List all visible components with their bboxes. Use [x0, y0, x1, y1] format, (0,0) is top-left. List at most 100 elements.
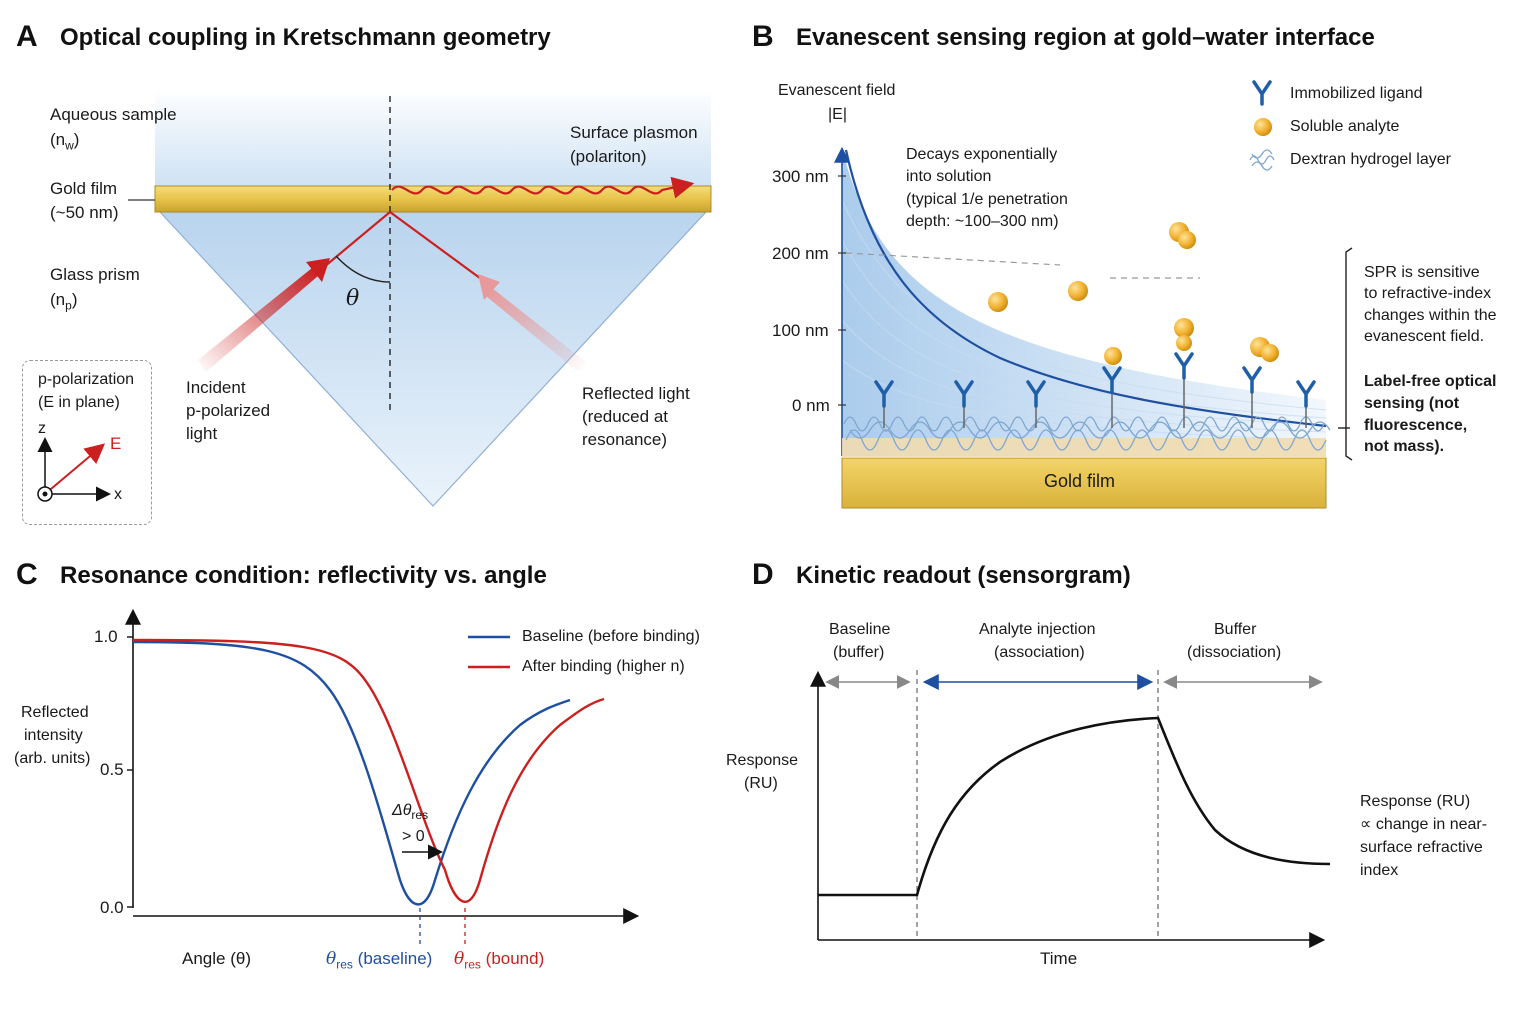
theta-arc: [335, 255, 391, 283]
analyte-icon: [988, 292, 1008, 312]
panel-c-letter: C: [16, 558, 38, 591]
panel-d-letter: D: [752, 558, 774, 591]
decay-note-4: depth: ~100–300 nm): [906, 213, 1059, 230]
reflected-label-1: Reflected light: [582, 384, 690, 403]
spr-note-2: to refractive-index: [1364, 285, 1492, 302]
chart-c-ylabel-1: Reflected: [21, 704, 89, 721]
after-binding-curve: [132, 638, 605, 903]
ligand-icon: [1296, 380, 1316, 428]
legend-ligand-icon: [1252, 80, 1272, 106]
theta-res-baseline-label: θres (baseline): [326, 949, 433, 972]
polarization-title-1: p-polarization: [38, 371, 135, 388]
evanescent-field-area: [842, 148, 1326, 456]
aqueous-label: Aqueous sample: [50, 105, 177, 124]
hydrogel-base: [842, 438, 1326, 458]
penetration-line-left: [845, 252, 1061, 266]
response-note-3: surface refractive: [1360, 839, 1483, 856]
ligand-icon: [1026, 380, 1046, 428]
gold-film-a: [154, 185, 712, 213]
legend-analyte-label: Soluble analyte: [1290, 118, 1400, 135]
legend-after-label: After binding (higher n): [522, 658, 685, 675]
incident-ray: [317, 211, 391, 273]
tick-200: 200 nm: [772, 244, 829, 263]
baseline-curve: [132, 640, 571, 906]
surface-plasmon-wave: [391, 176, 695, 199]
phase3-label-1: Buffer: [1214, 621, 1257, 638]
reflected-ray: [389, 211, 489, 285]
phase1-label-2: (buffer): [833, 644, 885, 661]
chart-c-ytick-label-0: 0.0: [100, 898, 124, 917]
incident-beam: [198, 268, 318, 372]
reflected-label-2: (reduced at: [582, 407, 668, 426]
analyte-icon: [1174, 318, 1194, 338]
ligand-icon: [954, 380, 974, 428]
chart-d-ylabel-1: Response: [726, 752, 799, 769]
spr-note-3: changes within the: [1364, 307, 1497, 324]
theta-res-bound-label: θres (bound): [454, 949, 545, 972]
chart-c-axes: [125, 608, 640, 924]
e-field-label: E: [110, 434, 122, 453]
glass-prism: [158, 211, 708, 507]
gold-thickness-label: (~50 nm): [50, 203, 119, 222]
chart-c-ytick-label-1: 1.0: [94, 627, 118, 646]
panel-b-letter: B: [752, 20, 774, 53]
ligand-icon: [1242, 366, 1262, 428]
legend-analyte-icon: [1254, 118, 1272, 136]
legend-dextran-label: Dextran hydrogel layer: [1290, 151, 1451, 168]
phase2-label-2: (association): [994, 644, 1085, 661]
ligand-group: [874, 352, 1316, 428]
theta-label: θ: [346, 286, 360, 311]
z-axis-label: z: [38, 420, 46, 437]
ligand-icon: [1174, 352, 1194, 428]
panel-d-title: Kinetic readout (sensorgram): [796, 562, 1131, 589]
decay-note-2: into solution: [906, 168, 992, 185]
plasmon-label-2: (polariton): [570, 147, 647, 166]
response-note-4: index: [1360, 862, 1399, 879]
analyte-icon: [1104, 347, 1122, 365]
analyte-icon: [1178, 231, 1196, 249]
phase1-label-1: Baseline: [829, 621, 891, 638]
glass-prism-label: Glass prism: [50, 265, 140, 284]
decay-curve: [844, 149, 1327, 428]
ligand-icon: [1102, 366, 1122, 428]
legend-dextran-icon: [1249, 149, 1275, 171]
panel-c-title: Resonance condition: reflectivity vs. an…: [60, 562, 547, 589]
incident-label-1: Incident: [186, 378, 246, 397]
analyte-icon: [1261, 344, 1279, 362]
reflected-label-3: resonance): [582, 430, 668, 449]
aqueous-region: [155, 88, 711, 186]
tick-300: 300 nm: [772, 167, 829, 186]
spr-note-4: evanescent field.: [1364, 328, 1485, 345]
response-note-2: ∝ change in near-: [1360, 816, 1488, 833]
x-axis-label: x: [114, 486, 122, 503]
panel-a-title: Optical coupling in Kretschmann geometry: [60, 24, 551, 51]
glass-index-label: (np): [50, 290, 78, 313]
tick-100: 100 nm: [772, 321, 829, 340]
ligand-icon: [874, 380, 894, 428]
panel-a-letter: A: [16, 20, 38, 53]
note-bracket: [1345, 247, 1353, 461]
label-free-note-3: fluorescence,: [1364, 417, 1468, 434]
chart-d-axes: [810, 670, 1326, 948]
chart-c-ylabel-2: intensity: [24, 727, 83, 744]
shift-label-top: Δθres: [392, 802, 429, 823]
phase2-label-1: Analyte injection: [979, 621, 1096, 638]
legend-ligand-label: Immobilized ligand: [1290, 85, 1423, 102]
dextran-hydrogel: [843, 416, 1331, 451]
analyte-group: [988, 222, 1279, 365]
polarization-box: [22, 360, 152, 525]
incident-arrowhead: [306, 258, 330, 282]
label-free-note-1: Label-free optical: [1364, 373, 1497, 390]
spr-note-1: SPR is sensitive: [1364, 264, 1480, 281]
analyte-icon: [1176, 335, 1192, 351]
reflected-beam: [486, 288, 586, 372]
decay-note-1: Decays exponentially: [906, 146, 1058, 163]
gold-film-b-label: Gold film: [1044, 471, 1116, 491]
aqueous-index-label: (nw): [50, 130, 80, 153]
field-label-2: |E|: [828, 106, 847, 123]
chart-d-ylabel-2: (RU): [744, 775, 778, 792]
label-free-note-2: sensing (not: [1364, 395, 1460, 412]
chart-d-xlabel: Time: [1040, 949, 1078, 968]
chart-c-xlabel: Angle (θ): [182, 949, 251, 968]
